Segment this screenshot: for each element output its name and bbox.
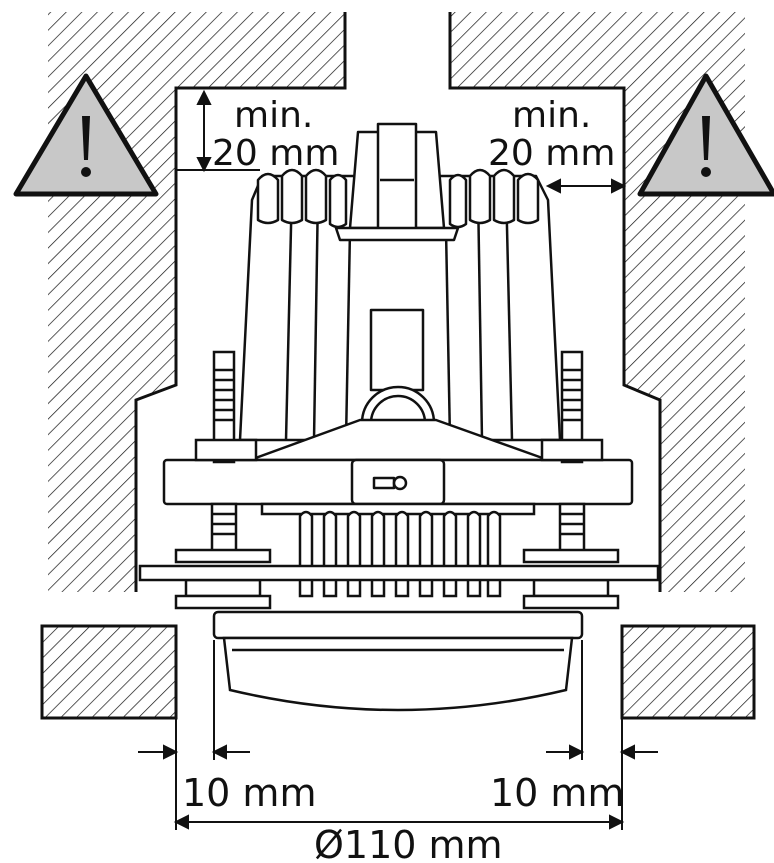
warning-triangle-icon [637, 73, 774, 197]
lamp-housing [162, 122, 634, 506]
ceiling-plate-left [40, 624, 178, 720]
mounting-screw-left [174, 350, 272, 610]
top-left-min-label: min. [234, 95, 313, 136]
diameter-label: Ø110 mm [314, 823, 503, 863]
mounting-screw-right [522, 350, 620, 610]
dimension-lines [138, 89, 658, 830]
top-right-min-label: min. [512, 95, 591, 136]
lower-heatsink [138, 502, 660, 598]
top-left-value-label: 20 mm [212, 133, 339, 174]
warning-triangle-icon [13, 73, 159, 197]
bottom-right-gap-label: 10 mm [490, 771, 624, 815]
lamp-lens [212, 610, 584, 712]
bottom-left-gap-label: 10 mm [182, 771, 316, 815]
ceiling-plate-right [620, 624, 756, 720]
top-right-value-label: 20 mm [488, 133, 615, 174]
